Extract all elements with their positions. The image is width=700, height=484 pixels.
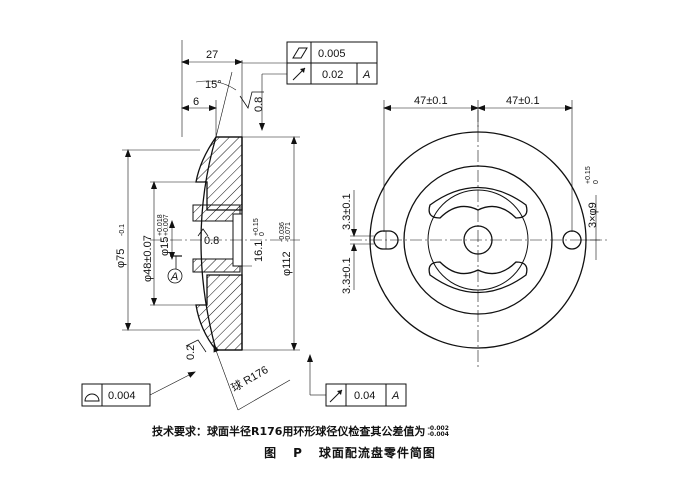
- tolerance-frame-profile: 0.004: [81, 371, 196, 407]
- dim-offset-upper: 3.3±0.1: [341, 193, 353, 230]
- dim-holes-tol-lower: 0: [593, 180, 600, 184]
- runout-bottom-value: 0.04: [354, 390, 375, 402]
- dim-holes: 3×φ9: [587, 202, 599, 228]
- dim-width-left: 47±0.1: [414, 95, 448, 107]
- dim-depth-16-tol-upper: +0.15: [253, 218, 260, 236]
- flatness-value: 0.005: [318, 48, 346, 60]
- spherical-face: [200, 136, 217, 351]
- section-view: 27 15° 6 0.8 φ75 -0.1 φ48±0.07 φ15 +0.01…: [115, 40, 300, 411]
- datum-a-label: A: [170, 271, 178, 283]
- dim-dia-112-tol-upper: -0.036: [279, 222, 286, 242]
- dim-overall-length: 27: [206, 49, 218, 61]
- requirements-tol-lower: -0.004: [427, 431, 449, 438]
- section-hatch-lower: [195, 274, 243, 351]
- profile-value: 0.004: [108, 390, 136, 402]
- figure-label: 图: [264, 446, 278, 460]
- kidney-port-upper: [428, 186, 528, 219]
- dim-step-length: 6: [193, 96, 199, 108]
- runout-top-datum: A: [362, 69, 370, 81]
- requirements-text: 技术要求：球面半径R176用环形球径仪检查其公差值为: [152, 425, 426, 438]
- kidney-port-lower: [428, 261, 528, 294]
- dim-width-right: 47±0.1: [506, 95, 540, 107]
- tolerance-frame-top: 0.005 0.02 A: [242, 41, 378, 131]
- dim-dia-48: φ48±0.07: [142, 235, 154, 282]
- dim-sphere-radius: 球 R176: [229, 362, 271, 394]
- requirements-tol-upper: -0.002: [427, 425, 449, 432]
- dim-holes-tol-upper: +0.15: [585, 166, 592, 184]
- figure-title: 球面配流盘零件简图: [318, 446, 436, 460]
- dim-offset-lower: 3.3±0.1: [341, 257, 353, 294]
- runout-top-value: 0.02: [322, 69, 343, 81]
- dim-dia-75: φ75: [115, 249, 127, 268]
- front-view: 47±0.1 47±0.1 3.3±0.1 3.3±0.1 3×φ9 +0.15…: [341, 95, 610, 370]
- runout-icon: [292, 67, 306, 81]
- dim-chamfer-angle: 15°: [205, 79, 222, 91]
- technical-requirements: 技术要求：球面半径R176用环形球径仪检查其公差值为-0.002-0.004: [152, 423, 449, 439]
- dim-dia-15: φ15: [159, 237, 171, 256]
- figure-caption: 图 P 球面配流盘零件简图: [0, 444, 700, 461]
- tolerance-frame-bottom: 0.04 A: [307, 354, 407, 407]
- runout-bottom-datum: A: [391, 390, 399, 402]
- flatness-icon: [292, 47, 308, 59]
- section-hatch-upper: [195, 136, 243, 211]
- roughness-mid: 0.8: [204, 235, 219, 247]
- dim-dia-75-tol: -0.1: [119, 224, 126, 236]
- dim-depth-16: 16.1: [253, 241, 265, 262]
- roughness-bottom: 0.2: [185, 345, 197, 360]
- roughness-top: 0.8: [253, 97, 265, 112]
- dim-dia-112: φ112: [281, 251, 293, 276]
- dim-depth-16-tol-lower: 0: [259, 232, 266, 236]
- dim-dia-112-tol-lower: -0.071: [285, 222, 292, 242]
- dim-dia-15-tol-lower: +0.007: [163, 214, 170, 236]
- runout-bottom-icon: [329, 389, 343, 403]
- dim-dia-15-tol-upper: +0.018: [157, 214, 164, 236]
- figure-letter: P: [293, 446, 303, 460]
- surface-profile-icon: [84, 393, 100, 402]
